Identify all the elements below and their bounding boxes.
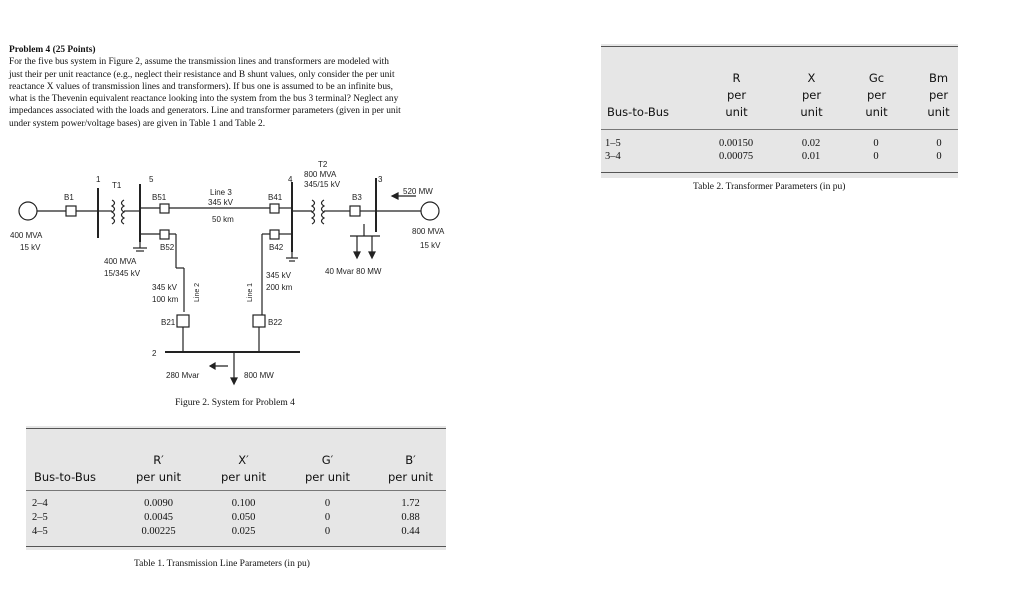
transformer-label: T1 bbox=[112, 181, 122, 190]
table-cell: 0.88 bbox=[401, 512, 420, 523]
breaker-label: B52 bbox=[160, 243, 175, 252]
table-caption: Table 2. Transformer Parameters (in pu) bbox=[693, 182, 846, 192]
line-voltage: 345 kV bbox=[266, 271, 292, 280]
table-cell: 0.100 bbox=[231, 498, 256, 509]
breaker-label: B42 bbox=[269, 243, 284, 252]
line-name: Line 1 bbox=[247, 283, 254, 302]
line-length: 200 km bbox=[266, 283, 293, 292]
table-cell: 4–5 bbox=[32, 526, 48, 537]
line-table: R′per unit X′per unit G′per unit B′per u… bbox=[26, 426, 446, 550]
column-header-g: G′per unit bbox=[304, 453, 351, 484]
line-voltage: 345 kV bbox=[208, 198, 234, 207]
breaker-label: B1 bbox=[64, 193, 74, 202]
transformer-voltage: 345/15 kV bbox=[304, 180, 341, 189]
problem-statement: Problem 4 (25 Points) For the five bus s… bbox=[9, 44, 464, 130]
table-cell: 3–4 bbox=[605, 151, 621, 162]
column-header-bus: Bus-to-Bus bbox=[607, 105, 669, 119]
transformer-voltage: 15/345 kV bbox=[104, 269, 141, 278]
column-header-x: X′per unit bbox=[220, 453, 267, 484]
problem-line: what is the Thevenin equivalent reactanc… bbox=[9, 94, 399, 105]
bus-number: 3 bbox=[378, 175, 383, 184]
column-header-bus: Bus-to-Bus bbox=[34, 470, 96, 484]
table-cell: 0.44 bbox=[401, 526, 420, 537]
one-line-diagram: 1 T1 5 4 3 2 B1 B51 B52 B41 B42 B3 B21 B… bbox=[10, 160, 445, 386]
problem-line: just their per unit reactance (e.g., neg… bbox=[9, 69, 395, 80]
table-cell: 1–5 bbox=[605, 138, 621, 149]
bus-number: 5 bbox=[149, 175, 154, 184]
table-cell: 0 bbox=[324, 526, 331, 537]
column-header-r: R′per unit bbox=[135, 453, 182, 484]
table-cell: 0.00075 bbox=[718, 151, 754, 162]
problem-title: Problem 4 (25 Points) bbox=[9, 45, 96, 55]
line-name: Line 2 bbox=[194, 283, 201, 302]
breaker-label: B41 bbox=[268, 193, 283, 202]
table-cell: 0 bbox=[873, 138, 879, 149]
table-cell: 0 bbox=[936, 151, 942, 162]
table-cell: 0.00225 bbox=[141, 526, 176, 537]
generator-voltage: 15 kV bbox=[420, 241, 441, 250]
line-name: Line 3 bbox=[210, 188, 232, 197]
table-cell: 0.025 bbox=[231, 526, 256, 537]
table-cell: 0.0045 bbox=[144, 512, 173, 523]
problem-line: impedances associated with the loads and… bbox=[9, 106, 401, 117]
breaker-label: B3 bbox=[352, 193, 362, 202]
line-length: 100 km bbox=[152, 295, 179, 304]
line-voltage: 345 kV bbox=[152, 283, 178, 292]
table-cell: 2–5 bbox=[32, 512, 48, 523]
table-cell: 0.050 bbox=[231, 512, 256, 523]
table-cell: 0.00150 bbox=[718, 138, 754, 149]
generator-rating: 400 MVA bbox=[10, 231, 43, 240]
table-cell: 0 bbox=[324, 512, 331, 523]
breaker-label: B22 bbox=[268, 318, 283, 327]
problem-line: under system power/voltage bases) are gi… bbox=[9, 118, 266, 129]
problem-line: For the five bus system in Figure 2, ass… bbox=[9, 57, 389, 68]
generator-voltage: 15 kV bbox=[20, 243, 41, 252]
table-cell: 0 bbox=[936, 138, 942, 149]
table-cell: 0 bbox=[873, 151, 879, 162]
generator-rating: 800 MVA bbox=[412, 227, 445, 236]
table-cell: 0.02 bbox=[801, 138, 821, 149]
bus-number: 2 bbox=[152, 349, 157, 358]
table-cell: 0.0090 bbox=[144, 498, 173, 509]
transformer-rating: 800 MVA bbox=[304, 170, 337, 179]
figure-caption: Figure 2. System for Problem 4 bbox=[175, 398, 295, 408]
generator-output: 520 MW bbox=[403, 187, 433, 196]
load-active: 800 MW bbox=[244, 371, 274, 380]
column-header-b: B′per unit bbox=[387, 453, 434, 484]
line-length: 50 km bbox=[212, 215, 234, 224]
load-label: 40 Mvar 80 MW bbox=[325, 267, 382, 276]
table-caption: Table 1. Transmission Line Parameters (i… bbox=[134, 559, 310, 569]
bus-number: 4 bbox=[288, 175, 293, 184]
breaker-label: B51 bbox=[152, 193, 167, 202]
transformer-label: T2 bbox=[318, 160, 328, 169]
bus-number: 1 bbox=[96, 175, 101, 184]
table-cell: 1.72 bbox=[401, 498, 420, 509]
load-reactive: 280 Mvar bbox=[166, 371, 200, 380]
breaker-label: B21 bbox=[161, 318, 176, 327]
table-cell: 2–4 bbox=[32, 498, 48, 509]
table-cell: 0.01 bbox=[801, 151, 821, 162]
table-cell: 0 bbox=[324, 498, 331, 509]
problem-line: reactance X values of transmission lines… bbox=[9, 81, 394, 92]
transformer-rating: 400 MVA bbox=[104, 257, 137, 266]
